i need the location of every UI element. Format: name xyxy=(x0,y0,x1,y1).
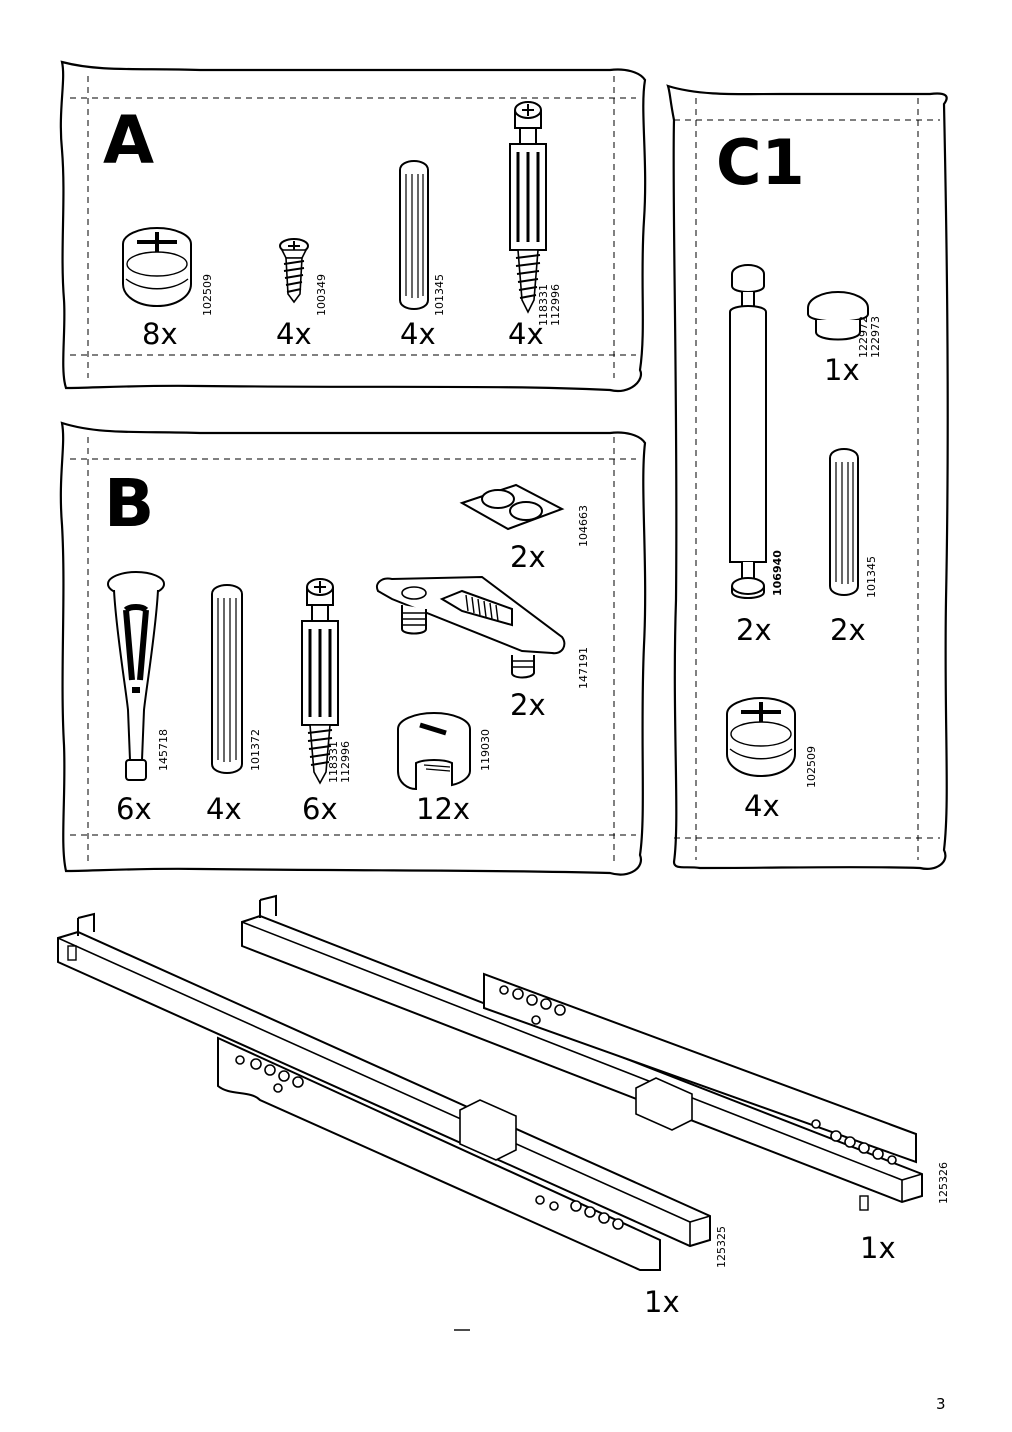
item-code: 102509 xyxy=(201,274,214,316)
drawer-runner-right-icon xyxy=(236,890,936,1224)
item-code: 100349 xyxy=(315,274,328,316)
item-qty: 1x xyxy=(644,1285,680,1319)
item-qty: 6x xyxy=(116,792,152,826)
bag-a: A 102509 8x 100349 4x 101345 4x xyxy=(0,0,660,400)
bag-c1-letter: C1 xyxy=(716,126,805,199)
item-qty: 4x xyxy=(276,317,312,351)
bag-a-outline xyxy=(59,60,647,393)
bag-b-outline xyxy=(59,421,647,876)
bag-a-letter: A xyxy=(103,102,155,179)
item-qty: 1x xyxy=(860,1231,896,1265)
item-code: 102509 xyxy=(805,746,818,788)
item-qty: 8x xyxy=(142,317,178,351)
item-code: 101345 xyxy=(865,556,878,598)
item-qty: 2x xyxy=(830,613,866,647)
item-qty: 4x xyxy=(206,792,242,826)
item-qty: 2x xyxy=(510,540,546,574)
item-qty: 6x xyxy=(302,792,338,826)
item-code: 101345 xyxy=(433,274,446,316)
item-code: 147191 xyxy=(577,647,590,689)
drawer-runner-left-icon xyxy=(50,910,730,1331)
item-code: 101372 xyxy=(249,729,262,771)
item-qty: 2x xyxy=(510,688,546,722)
item-qty: 12x xyxy=(416,792,471,826)
bag-b-letter: B xyxy=(104,465,155,542)
item-code: 104663 xyxy=(577,505,590,547)
item-code: 106940 xyxy=(771,550,784,596)
item-code: 125326 xyxy=(937,1162,950,1204)
item-code: 119030 xyxy=(479,729,492,771)
item-qty: 2x xyxy=(736,613,772,647)
item-qty: 4x xyxy=(508,317,544,351)
item-code: 125325 xyxy=(715,1226,728,1268)
item-code: 145718 xyxy=(157,729,170,771)
item-qty: 4x xyxy=(744,789,780,823)
item-qty: 4x xyxy=(400,317,436,351)
page-number: 3 xyxy=(936,1395,946,1413)
item-qty: 1x xyxy=(824,353,860,387)
